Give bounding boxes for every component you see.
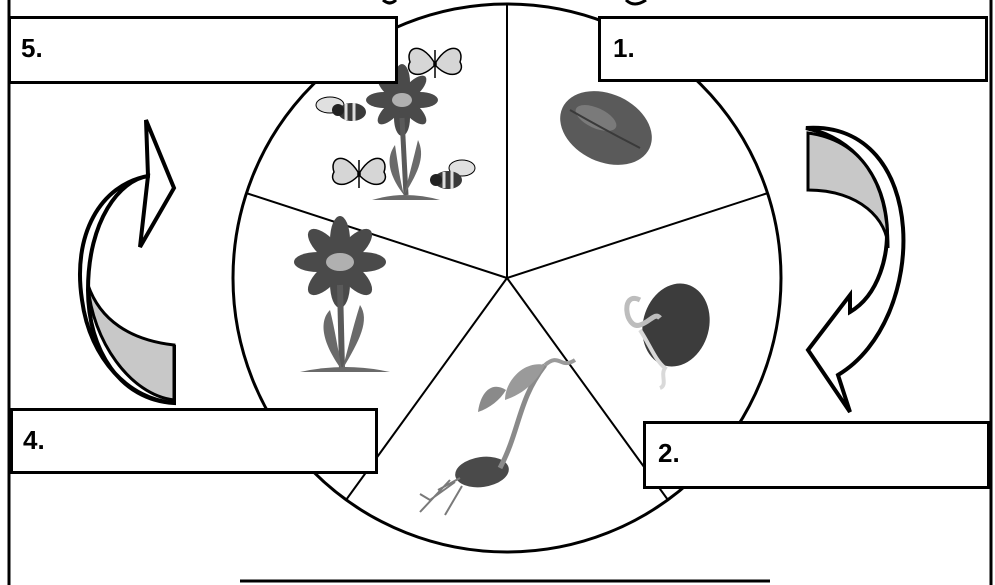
stage-4-label-box[interactable]: 4. — [10, 408, 378, 474]
stage-4-number: 4. — [23, 425, 45, 456]
stage-1-number: 1. — [613, 33, 635, 64]
cycle-arrow-right — [806, 128, 903, 412]
butterfly-icon — [409, 48, 462, 78]
butterfly-icon — [333, 158, 386, 188]
stage-2-label-box[interactable]: 2. — [643, 421, 990, 489]
stage-5-label-box[interactable]: 5. — [8, 16, 398, 84]
stage-1-label-box[interactable]: 1. — [598, 16, 988, 82]
stage-5-number: 5. — [21, 33, 43, 64]
cycle-arrow-left — [80, 120, 174, 403]
stage-2-number: 2. — [658, 438, 680, 469]
